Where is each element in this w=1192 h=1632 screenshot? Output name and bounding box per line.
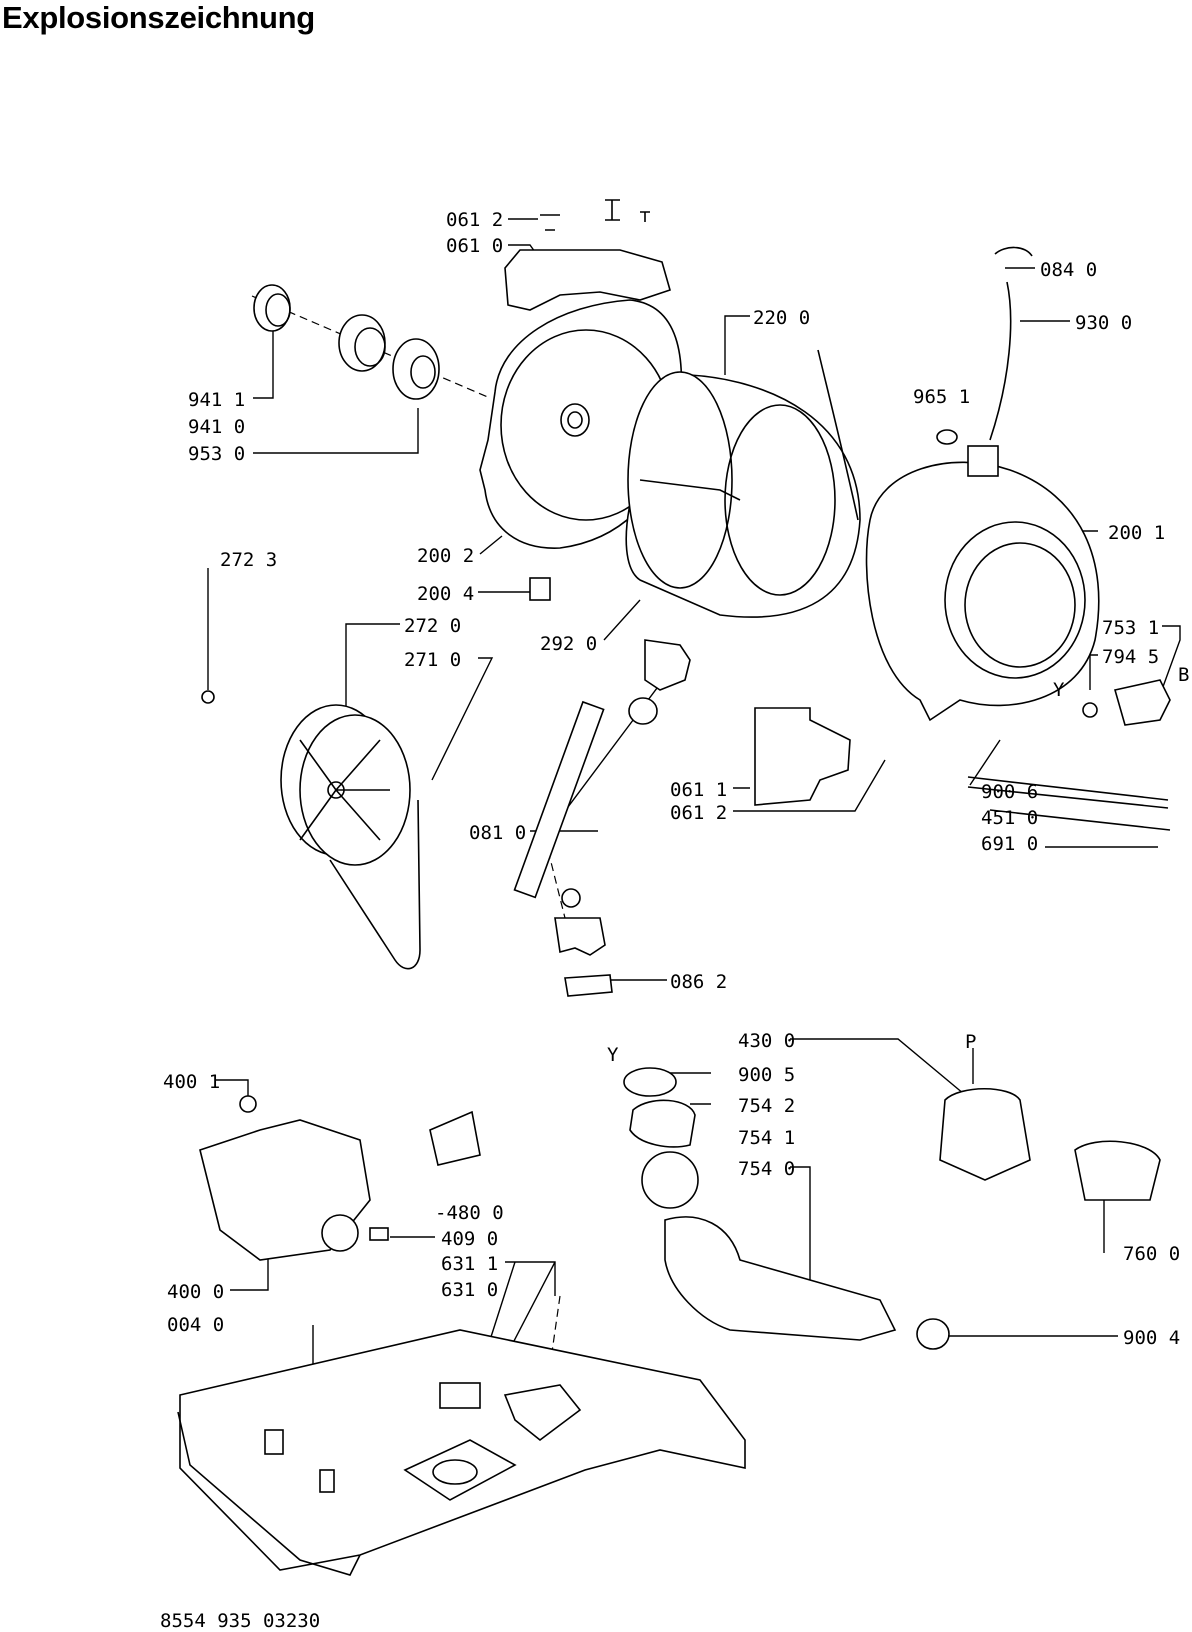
callout-409-0: 409 0 bbox=[441, 1228, 498, 1250]
tub-mount-bracket bbox=[504, 199, 671, 311]
callout-081-0: 081 0 bbox=[469, 822, 526, 844]
document-number: 8554 935 03230 bbox=[160, 1610, 320, 1632]
page-title: Explosionszeichnung bbox=[2, 0, 315, 35]
callout-631-1: 631 1 bbox=[441, 1253, 498, 1275]
callout-Y-top: Y bbox=[1053, 679, 1065, 701]
counterweight bbox=[529, 577, 851, 806]
callout-272-3: 272 3 bbox=[220, 549, 277, 571]
front-tub-half bbox=[865, 429, 1100, 722]
callout-labels: 061 2 061 0 084 0 220 0 930 0 965 1 941 … bbox=[160, 209, 1189, 1632]
callout-061-0: 061 0 bbox=[446, 235, 503, 257]
callout-084-0: 084 0 bbox=[1040, 259, 1097, 281]
callout-480-0: -480 0 bbox=[435, 1202, 504, 1224]
hoses-springs bbox=[817, 246, 1033, 521]
motor bbox=[199, 1095, 481, 1261]
callout-430-0: 430 0 bbox=[738, 1030, 795, 1052]
callout-900-4: 900 4 bbox=[1123, 1327, 1180, 1349]
callout-953-0: 953 0 bbox=[188, 443, 245, 465]
callout-061-1: 061 1 bbox=[670, 779, 727, 801]
drum bbox=[625, 371, 861, 618]
pulley-belt bbox=[201, 690, 421, 970]
callout-271-0: 271 0 bbox=[404, 649, 461, 671]
callout-400-0: 400 0 bbox=[167, 1281, 224, 1303]
callout-794-5: 794 5 bbox=[1102, 646, 1159, 668]
callout-754-2: 754 2 bbox=[738, 1095, 795, 1117]
callout-900-5: 900 5 bbox=[738, 1064, 795, 1086]
pump-and-hoses bbox=[623, 1067, 1161, 1350]
callout-Y-bottom: Y bbox=[607, 1044, 619, 1066]
callout-200-4: 200 4 bbox=[417, 583, 474, 605]
callout-900-6: 900 6 bbox=[981, 781, 1038, 803]
bearings bbox=[251, 284, 491, 400]
callout-B: B bbox=[1178, 664, 1189, 686]
callout-930-0: 930 0 bbox=[1075, 312, 1132, 334]
callout-292-0: 292 0 bbox=[540, 633, 597, 655]
callout-061-2-mid: 061 2 bbox=[670, 802, 727, 824]
callout-691-0: 691 0 bbox=[981, 833, 1038, 855]
callout-086-2: 086 2 bbox=[670, 971, 727, 993]
callout-941-1: 941 1 bbox=[188, 389, 245, 411]
callout-965-1: 965 1 bbox=[913, 386, 970, 408]
callout-451-0: 451 0 bbox=[981, 807, 1038, 829]
base-plate bbox=[177, 1329, 746, 1576]
callout-004-0: 004 0 bbox=[167, 1314, 224, 1336]
callout-220-0: 220 0 bbox=[753, 307, 810, 329]
callout-631-0: 631 0 bbox=[441, 1279, 498, 1301]
callout-760-0: 760 0 bbox=[1123, 1243, 1180, 1265]
callout-272-0: 272 0 bbox=[404, 615, 461, 637]
callout-200-1: 200 1 bbox=[1108, 522, 1165, 544]
callout-754-1: 754 1 bbox=[738, 1127, 795, 1149]
callout-941-0: 941 0 bbox=[188, 416, 245, 438]
callout-P: P bbox=[965, 1031, 976, 1053]
callout-400-1: 400 1 bbox=[163, 1071, 220, 1093]
callout-754-0: 754 0 bbox=[738, 1158, 795, 1180]
damper bbox=[513, 639, 691, 997]
callout-200-2: 200 2 bbox=[417, 545, 474, 567]
callout-061-2-top: 061 2 bbox=[446, 209, 503, 231]
heater bbox=[967, 679, 1171, 831]
callout-753-1: 753 1 bbox=[1102, 617, 1159, 639]
leader-lines bbox=[207, 218, 1181, 1446]
